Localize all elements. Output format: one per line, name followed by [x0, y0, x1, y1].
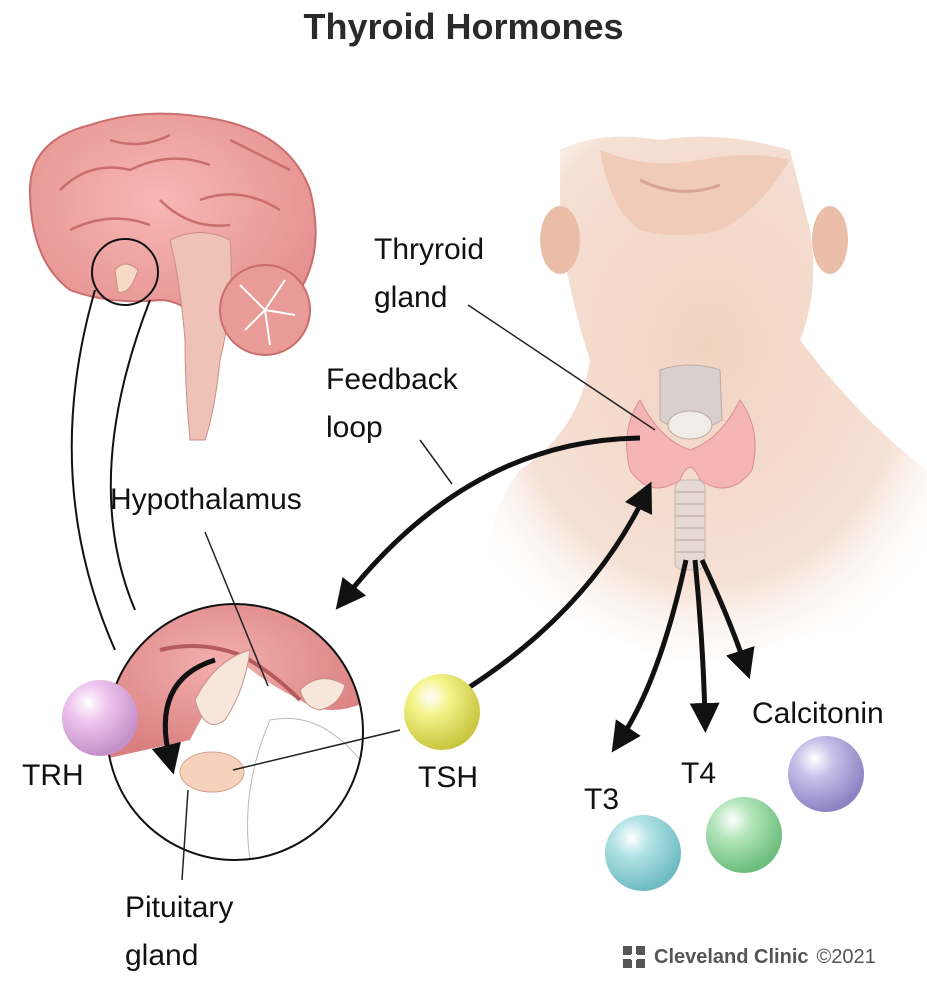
brain-illustration — [30, 114, 316, 440]
zoom-circle — [100, 600, 370, 870]
calcitonin-label: Calcitonin — [752, 696, 884, 732]
connector-line-left — [72, 290, 115, 650]
thyroid-gland-label-line1: Thryroid — [374, 232, 484, 268]
tsh-label: TSH — [418, 760, 478, 796]
pituitary-gland-label-line1: Pituitary — [125, 890, 233, 926]
footer-brand: Cleveland Clinic ©2021 — [622, 945, 876, 969]
brand-name: Cleveland Clinic — [654, 946, 809, 969]
feedback-loop-label-line2: loop — [326, 410, 383, 446]
t3-label: T3 — [584, 782, 619, 818]
thyroid-gland-label-line2: gland — [374, 280, 447, 316]
feedback-loop-label-line1: Feedback — [326, 362, 458, 398]
connector-line-right — [111, 300, 150, 610]
copyright-text: ©2021 — [817, 946, 876, 969]
trh-label: TRH — [22, 758, 84, 794]
cleveland-clinic-logo-icon — [622, 945, 646, 969]
t4-label: T4 — [681, 756, 716, 792]
feedback-leader-line — [420, 440, 452, 484]
t3-sphere — [605, 815, 681, 891]
tsh-sphere — [404, 674, 480, 750]
trh-sphere — [62, 680, 138, 756]
pituitary-gland-label-line2: gland — [125, 938, 198, 974]
calcitonin-sphere — [788, 736, 864, 812]
hypothalamus-label: Hypothalamus — [110, 482, 302, 518]
t4-sphere — [706, 797, 782, 873]
